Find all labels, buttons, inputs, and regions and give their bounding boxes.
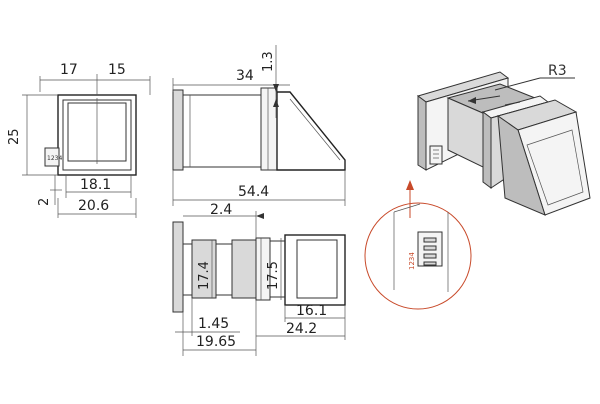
front-view: 1234 17 15 25 2 18.1 20.6 (7, 62, 151, 218)
dim-top-1-45: 1.45 (198, 316, 229, 332)
dim-top-2-4: 2.4 (210, 202, 232, 218)
detail-circle (364, 202, 472, 310)
top-lens-block (255, 237, 271, 301)
iso-view: R3 (406, 63, 591, 218)
top-flange (172, 221, 184, 313)
side-prism (276, 91, 346, 171)
dim-front-2: 2 (37, 198, 52, 206)
top-prism (284, 234, 346, 306)
top-view: 2.4 17.4 17.5 16.1 1.45 19.65 24.2 (172, 202, 346, 356)
dim-top-17-4: 17.4 (197, 261, 212, 290)
side-body (182, 94, 262, 168)
dim-top-24-2: 24.2 (286, 321, 317, 337)
detail-pin-label: 1234 (408, 252, 416, 270)
dim-front-25: 25 (7, 128, 22, 145)
top-post-mid (231, 239, 257, 299)
dim-side-1-3: 1.3 (261, 51, 276, 72)
front-connector (44, 147, 60, 167)
dim-top-19-65: 19.65 (196, 334, 236, 350)
detail-view: 1234 (364, 202, 472, 310)
iso-connector (429, 145, 443, 165)
dim-front-20-6: 20.6 (78, 198, 109, 214)
dim-top-17-5: 17.5 (266, 261, 281, 290)
dim-front-15: 15 (108, 62, 126, 78)
side-view: 34 1.3 54.4 (172, 45, 346, 206)
dim-front-18-1: 18.1 (80, 177, 111, 193)
side-flange (172, 89, 184, 171)
dim-side-54-4: 54.4 (238, 184, 269, 200)
top-window (296, 239, 338, 299)
front-connector-label: 1234 (47, 155, 62, 162)
side-lens-block (260, 87, 278, 171)
callout-r3: R3 (548, 63, 567, 79)
dim-front-17: 17 (60, 62, 78, 78)
dim-top-16-1: 16.1 (296, 303, 327, 319)
dim-side-34: 34 (236, 68, 254, 84)
